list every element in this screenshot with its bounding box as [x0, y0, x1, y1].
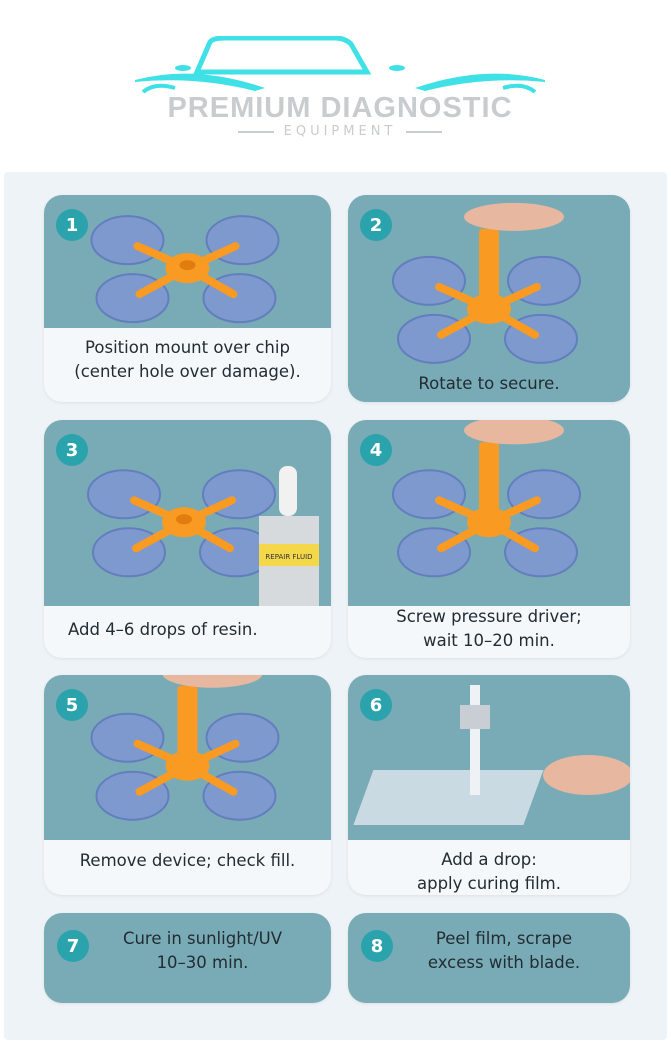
resin-bottle-nozzle [470, 685, 480, 795]
step-card-7: 7 Cure in sunlight/UV 10–30 min. [44, 913, 331, 1003]
step-2-illustration [348, 195, 630, 402]
brand-subtitle: EQUIPMENT [135, 124, 545, 139]
hand [464, 202, 564, 231]
caption-line: excess with blade. [427, 953, 581, 972]
step-number-badge: 6 [360, 689, 392, 721]
step-3-illustration: REPAIR FLUID [44, 420, 331, 606]
step-number-badge: 8 [361, 930, 393, 962]
step-number-badge: 7 [57, 930, 89, 962]
mount-hub [467, 293, 511, 324]
step-5-illustration [44, 675, 331, 840]
caption-line: Peel film, scrape [435, 929, 573, 948]
logo: PREMIUM DIAGNOSTIC EQUIPMENT [135, 35, 545, 146]
pressure-driver [479, 442, 499, 523]
step-caption: Rotate to secure. [348, 372, 630, 396]
caption-line: Add 4–6 drops of resin. [68, 620, 258, 639]
caption-line: Position mount over chip [85, 338, 290, 357]
header: PREMIUM DIAGNOSTIC EQUIPMENT [0, 0, 671, 172]
step-4-illustration [348, 420, 630, 606]
caption-line: Screw pressure driver; [396, 607, 582, 626]
curing-film [353, 770, 544, 825]
hand [464, 420, 564, 445]
caption-line: apply curing film. [416, 874, 562, 893]
step-caption: Add 4–6 drops of resin. [44, 618, 331, 642]
pressure-driver [177, 685, 198, 766]
caption-line: Rotate to secure. [418, 374, 560, 393]
step-caption: Peel film, scrape excess with blade. [348, 927, 630, 975]
step-number-badge: 4 [360, 434, 392, 466]
car-logo-icon [135, 35, 545, 94]
step-caption: Screw pressure driver; wait 10–20 min. [348, 605, 630, 653]
step-caption: Add a drop: apply curing film. [348, 848, 630, 895]
pressure-driver [479, 228, 499, 309]
step-caption: Remove device; check fill. [44, 849, 331, 873]
step-caption: Position mount over chip (center hole ove… [44, 336, 331, 384]
step-1-illustration [44, 195, 331, 328]
svg-text:REPAIR FLUID: REPAIR FLUID [265, 553, 312, 561]
step-number-badge: 5 [56, 689, 88, 721]
step-number-badge: 3 [56, 434, 88, 466]
caption-line: 10–30 min. [156, 953, 249, 972]
brand-name: PREMIUM DIAGNOSTIC [167, 92, 513, 124]
hand [543, 755, 630, 795]
hand [162, 675, 263, 688]
caption-line: Remove device; check fill. [79, 851, 296, 870]
step-number-badge: 1 [56, 209, 88, 241]
step-caption: Cure in sunlight/UV 10–30 min. [44, 927, 331, 975]
caption-line: wait 10–20 min. [423, 631, 555, 650]
caption-line: Add a drop: [441, 850, 537, 869]
step-card-8: 8 Peel film, scrape excess with blade. [348, 913, 630, 1003]
caption-line: (center hole over damage). [74, 362, 301, 381]
caption-line: Cure in sunlight/UV [122, 929, 283, 948]
step-6-illustration [348, 675, 630, 840]
step-number-badge: 2 [360, 209, 392, 241]
